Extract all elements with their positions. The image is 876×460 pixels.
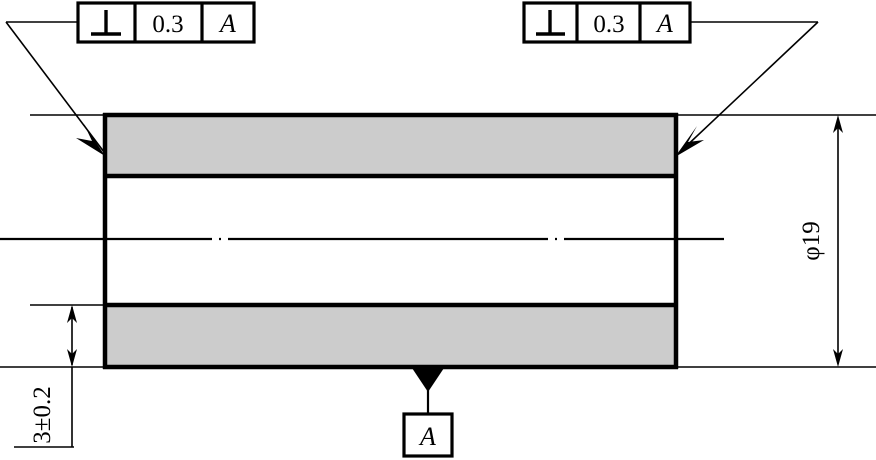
fcf-left-datum-reference: A	[218, 9, 236, 38]
dimension-thickness: 3±0.2	[14, 305, 77, 448]
fcf-left-box	[76, 1, 256, 44]
perpendicularity-icon-right	[536, 10, 565, 36]
leader-left-arrowhead	[76, 124, 105, 156]
dimension-thickness-arrow-top	[67, 305, 77, 323]
fcf-right-tolerance-value: 0.3	[593, 11, 624, 38]
dimension-diameter-label: φ19	[798, 221, 825, 260]
leader-right	[675, 21, 819, 157]
dimension-thickness-label: 3±0.2	[29, 386, 56, 443]
upper-band-fill	[105, 116, 676, 174]
leader-right-arrowhead	[675, 126, 704, 157]
fcf-right-datum-reference: A	[655, 9, 673, 38]
leader-left	[5, 21, 105, 156]
dimension-diameter-arrow-top	[833, 115, 843, 133]
datum-label-box	[402, 412, 454, 458]
datum-feature-symbol[interactable]: A	[402, 368, 454, 458]
datum-label-text: A	[418, 422, 436, 451]
dimension-diameter: φ19	[798, 115, 843, 367]
part-body	[102, 112, 679, 370]
leader-right-diagonal	[679, 21, 819, 153]
feature-control-frame-right[interactable]: 0.3 A	[522, 1, 692, 44]
perpendicularity-icon-left	[91, 10, 121, 36]
lower-band-fill	[105, 306, 676, 366]
datum-triangle-icon	[412, 368, 444, 392]
feature-control-frame-left[interactable]: 0.3 A	[76, 1, 256, 44]
dimension-diameter-arrow-bottom	[833, 349, 843, 367]
fcf-left-tolerance-value: 0.3	[152, 11, 183, 38]
dimension-thickness-arrow-bottom	[67, 349, 77, 367]
